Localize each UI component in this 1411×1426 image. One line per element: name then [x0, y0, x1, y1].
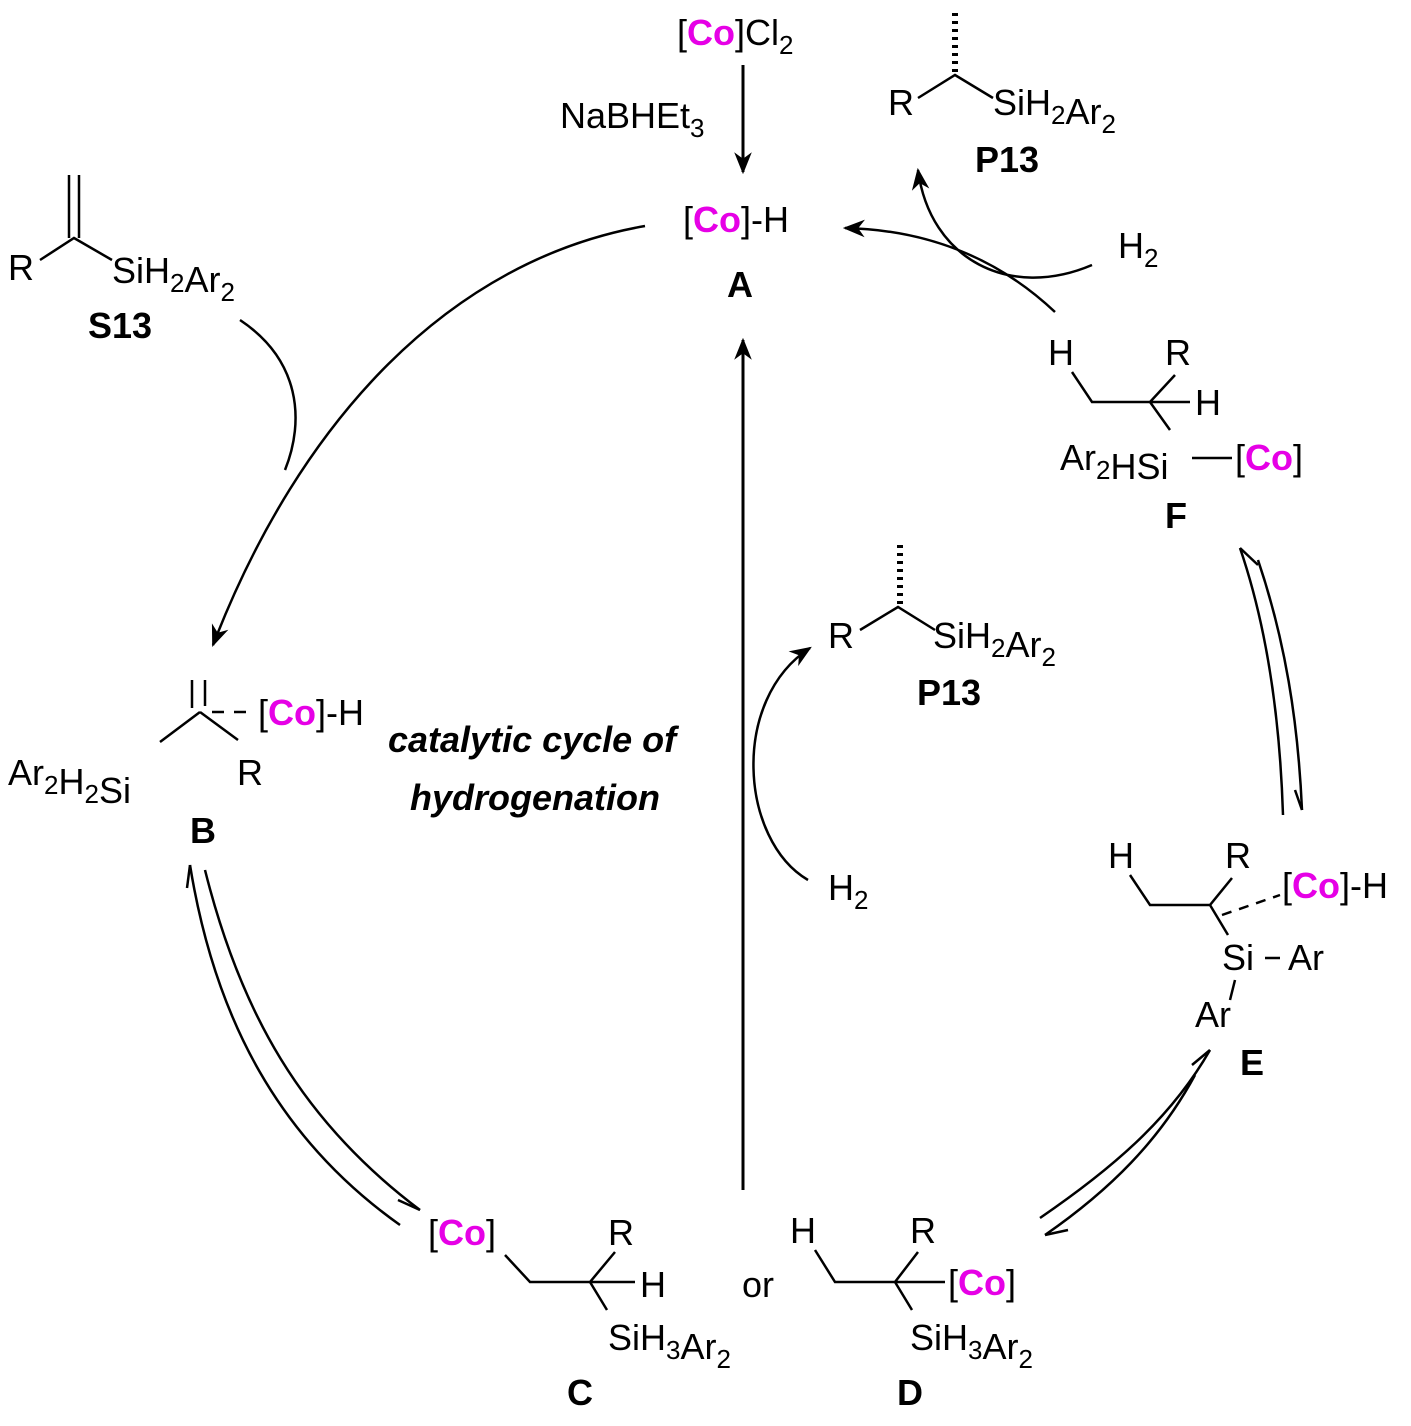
bond: [504, 1251, 635, 1311]
R-group: R: [608, 1212, 634, 1253]
cycle-title-line1: catalytic cycle of: [388, 719, 679, 760]
equilibrium-D-E-forward: [1039, 1049, 1212, 1220]
equilibrium-F-E-reverse: [1238, 547, 1285, 816]
H-atom: H: [1048, 332, 1074, 373]
silyl-formula: Ar2H2Si: [8, 752, 131, 811]
C-label: C: [567, 1372, 593, 1413]
cobalt: [Co]: [428, 1212, 496, 1253]
Si-atom: Si: [1222, 937, 1254, 978]
half-arrowhead: [185, 864, 192, 889]
R-group: R: [910, 1210, 936, 1251]
R-group: R: [237, 752, 263, 793]
or-text: or: [742, 1264, 774, 1305]
R-group: R: [888, 82, 914, 123]
E-structure: H R [Co]-H Si Ar Ar E: [1108, 835, 1388, 1083]
S13-structure: R SiH2Ar2 S13: [8, 175, 235, 346]
silyl-formula: SiH3Ar2: [910, 1317, 1033, 1374]
D-structure: H R [Co] SiH3Ar2 D: [790, 1210, 1033, 1413]
P13-top-structure: R SiH2Ar2 P13: [888, 12, 1116, 180]
cobalt-hydride: [Co]-H: [258, 692, 364, 733]
equilibrium-B-C-forward: [203, 869, 421, 1211]
H2-top: H2: [1118, 225, 1158, 273]
silyl-formula: SiH3Ar2: [608, 1317, 731, 1374]
agostic-bond: [1221, 893, 1281, 917]
precatalyst-formula: [Co]Cl2: [677, 12, 793, 60]
silyl-formula: SiH2Ar2: [112, 250, 235, 307]
bond: [39, 236, 113, 262]
half-arrowhead: [1044, 1228, 1069, 1237]
H-atom: H: [1195, 382, 1221, 423]
half-arrowhead: [1191, 1049, 1211, 1066]
half-arrowhead: [1239, 547, 1259, 566]
P13-middle-structure: R SiH2Ar2 P13: [828, 545, 1056, 713]
equilibrium-B-C-reverse: [188, 864, 401, 1227]
B-structure: [Co]-H Ar2H2Si R B: [8, 680, 364, 851]
E-label: E: [1240, 1042, 1264, 1083]
H-atom: H: [790, 1210, 816, 1251]
bond: [859, 605, 936, 632]
half-arrowhead: [1293, 789, 1304, 811]
double-bond: [67, 175, 81, 238]
silyl-formula: Ar2HSi: [1060, 437, 1168, 487]
product-release-arrow-middle: [752, 646, 812, 882]
A-formula: [Co]-H: [683, 199, 789, 240]
bond: [1070, 371, 1190, 431]
H-atom: H: [640, 1264, 666, 1305]
cycle-title-line2: hydrogenation: [410, 777, 660, 818]
F-structure: H R H Ar2HSi [Co] F: [1048, 332, 1303, 536]
substrate-entry-arrow: [239, 318, 297, 471]
S13-label: S13: [88, 305, 152, 346]
R-group: R: [1225, 835, 1251, 876]
product-release-arrow-top: [911, 167, 1093, 279]
H2-middle: H2: [828, 867, 868, 915]
aryl: Ar: [1288, 937, 1324, 978]
H-atom: H: [1108, 835, 1134, 876]
A-to-B-arrow: [211, 224, 646, 648]
C-structure: [Co] R H SiH3Ar2 C: [428, 1212, 731, 1413]
bond: [813, 1249, 945, 1311]
aryl: Ar: [1195, 994, 1231, 1035]
P13-label: P13: [917, 672, 981, 713]
half-arrowhead: [397, 1198, 421, 1212]
B-label: B: [190, 810, 216, 851]
cobalt: [Co]: [1235, 437, 1303, 478]
reductant-formula: NaBHEt3: [560, 95, 705, 143]
bond: [917, 73, 994, 100]
bond: [1228, 956, 1280, 1001]
equilibrium-D-E-reverse: [1044, 1074, 1197, 1237]
silyl-formula: SiH2Ar2: [993, 82, 1116, 139]
P13-label: P13: [975, 139, 1039, 180]
bond: [1128, 874, 1233, 936]
bond: [159, 680, 239, 743]
R-group: R: [8, 247, 34, 288]
D-label: D: [897, 1372, 923, 1413]
silyl-formula: SiH2Ar2: [933, 615, 1056, 672]
F-label: F: [1165, 495, 1187, 536]
A-label: A: [727, 264, 753, 305]
R-group: R: [828, 615, 854, 656]
cobalt: [Co]: [948, 1262, 1016, 1303]
R-group: R: [1165, 332, 1191, 373]
equilibrium-F-E-forward: [1256, 559, 1304, 811]
cobalt-hydride: [Co]-H: [1282, 865, 1388, 906]
F-to-A-arrow: [842, 219, 1056, 313]
